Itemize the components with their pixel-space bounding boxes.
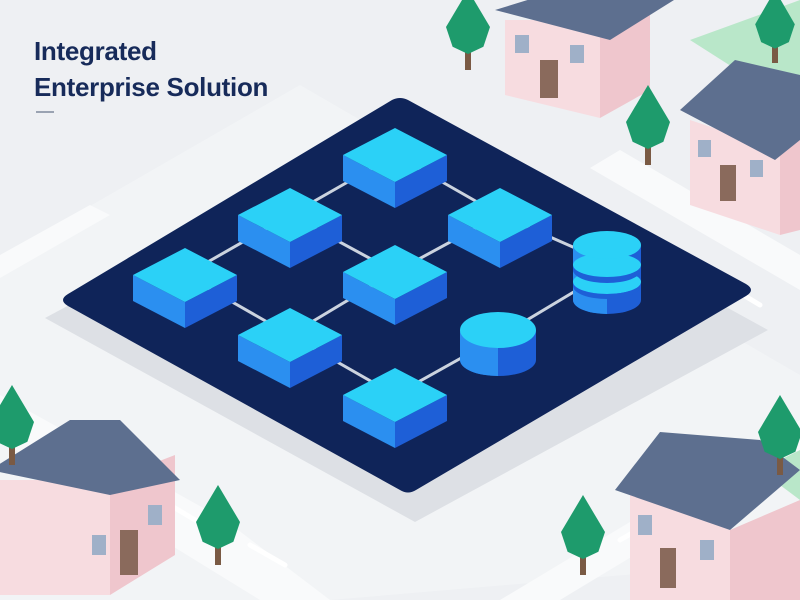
trees [0, 0, 800, 575]
house [615, 432, 800, 600]
tree-icon [626, 85, 670, 165]
network-node [343, 245, 447, 325]
database-single-icon [460, 312, 536, 376]
tree-icon [755, 0, 795, 63]
network-node [238, 308, 342, 388]
tree-icon [0, 385, 34, 465]
network-node [343, 368, 447, 448]
network-node [238, 188, 342, 268]
title-line-1: Integrated [34, 36, 157, 66]
network-nodes [133, 128, 552, 448]
tree-icon [446, 0, 490, 70]
tree-icon [561, 495, 605, 575]
house [680, 60, 800, 235]
network-node [343, 128, 447, 208]
database-icon [573, 231, 641, 314]
house [495, 0, 674, 118]
tree-icon [758, 395, 800, 475]
title-divider [36, 111, 54, 113]
house [0, 420, 180, 595]
page-title: Integrated Enterprise Solution [34, 33, 268, 105]
network-node [133, 248, 237, 328]
tree-icon [196, 485, 240, 565]
network-node [448, 188, 552, 268]
title-line-2: Enterprise Solution [34, 72, 269, 102]
